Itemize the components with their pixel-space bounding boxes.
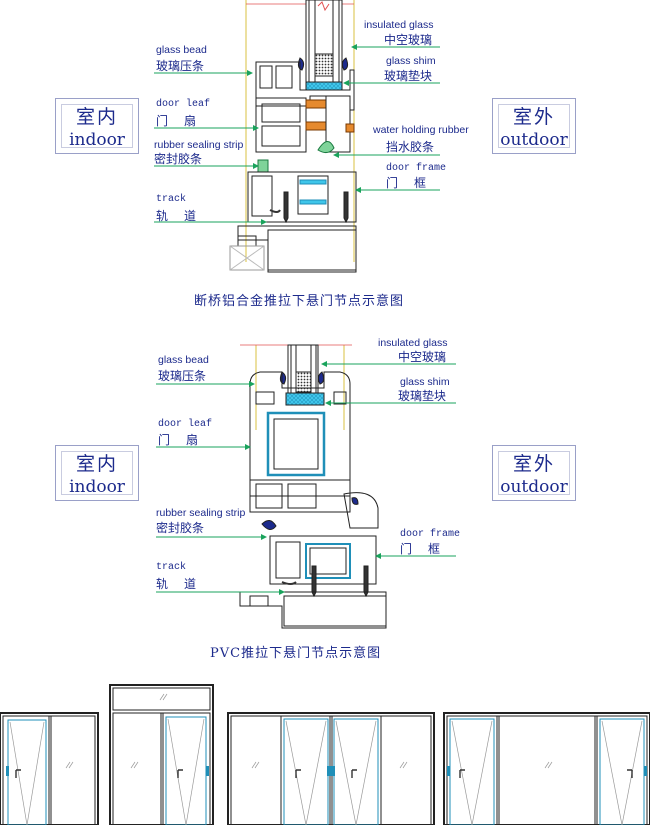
s1-rubber-cn: 密封胶条 <box>154 152 203 166</box>
s1-shim-en: glass shim <box>386 55 436 67</box>
s2-door-leaf-cn: 门扇 <box>158 433 215 447</box>
pvc-profile-section <box>239 344 387 629</box>
s1-track-cn: 轨道 <box>156 209 213 223</box>
section2-leaders <box>156 361 456 595</box>
elevation-4 <box>443 712 650 825</box>
s1-insulated-en: insulated glass <box>364 19 434 31</box>
s2-shim-en: glass shim <box>400 376 450 388</box>
s2-glass-bead-cn: 玻璃压条 <box>158 369 207 383</box>
s1-glass-bead-en: glass bead <box>156 44 207 56</box>
s2-insulated-cn: 中空玻璃 <box>398 350 447 364</box>
outdoor-cn-1: 室外 <box>512 106 555 128</box>
indoor-box-2: 室内 indoor <box>55 445 139 501</box>
elevation-3 <box>227 712 435 825</box>
s1-glass-bead-cn: 玻璃压条 <box>156 59 205 73</box>
s1-water-en: water holding rubber <box>373 124 469 136</box>
indoor-en-2: indoor <box>69 477 125 497</box>
s1-door-leaf-en: door leaf <box>156 99 211 110</box>
elevation-1 <box>0 712 99 825</box>
s1-track-en: track <box>156 194 187 205</box>
section1-leaders <box>154 44 440 225</box>
s2-insulated-en: insulated glass <box>378 337 448 349</box>
s2-glass-bead-en: glass bead <box>158 354 209 366</box>
aluminium-profile-section <box>229 0 357 273</box>
indoor-cn-2: 室内 <box>75 453 118 475</box>
s1-caption: 断桥铝合金推拉下悬门节点示意图 <box>194 294 405 309</box>
s1-frame-cn: 门框 <box>386 176 443 190</box>
outdoor-box-1: 室外 outdoor <box>492 98 576 154</box>
outdoor-en-2: outdoor <box>500 477 568 497</box>
s2-rubber-en: rubber sealing strip <box>156 507 246 519</box>
s1-shim-cn: 玻璃垫块 <box>384 69 433 83</box>
s1-frame-en: door frame <box>386 163 447 174</box>
indoor-box-1: 室内 indoor <box>55 98 139 154</box>
outdoor-cn-2: 室外 <box>512 453 555 475</box>
elevation-2 <box>109 684 214 825</box>
indoor-en-1: indoor <box>69 130 125 150</box>
s1-insulated-cn: 中空玻璃 <box>384 33 433 47</box>
s2-rubber-cn: 密封胶条 <box>156 521 205 535</box>
s2-track-cn: 轨道 <box>156 577 213 591</box>
s2-caption: PVC推拉下悬门节点示意图 <box>210 646 382 661</box>
s1-door-leaf-cn: 门扇 <box>156 114 213 128</box>
s2-shim-cn: 玻璃垫块 <box>398 389 447 403</box>
s2-track-en: track <box>156 562 187 573</box>
s2-frame-cn: 门框 <box>400 542 457 556</box>
outdoor-box-2: 室外 outdoor <box>492 445 576 501</box>
indoor-cn-1: 室内 <box>75 106 118 128</box>
s2-frame-en: door frame <box>400 529 461 540</box>
s1-rubber-en: rubber sealing strip <box>154 139 244 151</box>
s1-water-cn: 挡水胶条 <box>386 140 435 154</box>
door-elevations <box>0 684 650 825</box>
s2-door-leaf-en: door leaf <box>158 419 213 430</box>
outdoor-en-1: outdoor <box>500 130 568 150</box>
